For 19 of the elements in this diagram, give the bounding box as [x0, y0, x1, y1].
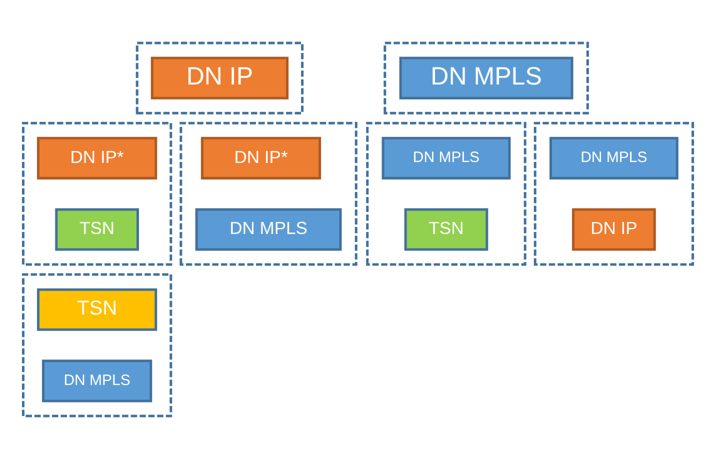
node-box: DN MPLS	[382, 136, 511, 180]
node-box: TSN	[36, 288, 158, 331]
cluster	[136, 42, 304, 114]
node-box: DN IP*	[200, 136, 322, 180]
node-box: DN MPLS	[549, 136, 678, 180]
node-box: DN IP	[150, 56, 289, 100]
node-box: DN IP	[572, 208, 656, 251]
node-box: TSN	[404, 208, 488, 251]
node-box: DN IP*	[36, 136, 158, 180]
node-box: DN MPLS	[195, 208, 342, 251]
cluster	[384, 42, 589, 114]
node-box: TSN	[55, 208, 139, 251]
cluster	[22, 122, 172, 266]
cluster	[22, 273, 172, 418]
cluster	[366, 122, 526, 266]
node-box: DN MPLS	[42, 360, 152, 402]
node-box: DN MPLS	[399, 56, 574, 100]
cluster	[180, 122, 358, 266]
cluster	[534, 122, 694, 266]
